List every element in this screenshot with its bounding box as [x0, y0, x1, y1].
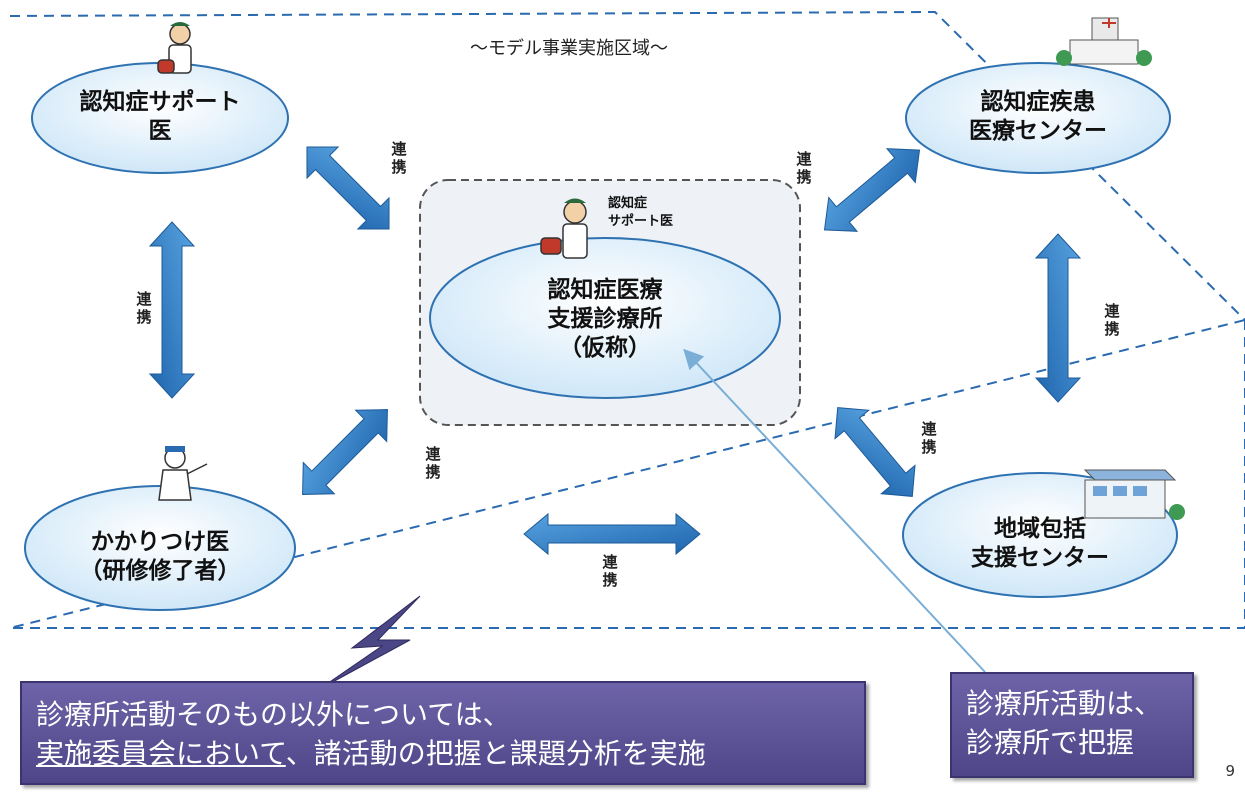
link-label-medical-regional: 連携 — [1104, 302, 1120, 338]
clinic-label-line2: 支援診療所 — [547, 305, 663, 332]
family-doctor-label: かかりつけ医 （研修修了者） — [40, 528, 280, 586]
clinic-label: 認知症医療 支援診療所 （仮称） — [480, 276, 730, 362]
left-callout-underlined: 実施委員会において — [36, 737, 286, 771]
right-callout-box: 診療所活動は、 診療所で把握 — [950, 672, 1194, 778]
arrow-clinic-to-medical-center — [823, 148, 921, 232]
right-callout-line1: 診療所活動は、 — [966, 687, 1163, 720]
clinic-badge-line1: 認知症 — [608, 196, 648, 211]
regional-center-label: 地域包括 支援センター — [920, 515, 1160, 573]
right-callout-line2: 診療所で把握 — [966, 726, 1135, 760]
arrow-medical-center-to-regional-center — [1034, 233, 1082, 403]
support-doctor-label: 認知症サポート 医 — [50, 88, 270, 146]
medical-center-label-line1: 認知症疾患 — [980, 89, 1096, 115]
family-doctor-ellipse[interactable] — [24, 485, 296, 611]
link-label-clinic-medical-center: 連携 — [796, 150, 812, 186]
medical-center-ellipse[interactable] — [905, 62, 1171, 174]
doctor-figure-icon — [157, 22, 192, 74]
family-doctor-label-line2: （研修修了者） — [79, 557, 241, 584]
left-callout-line1: 診療所活動そのもの以外については、 — [36, 698, 511, 731]
family-doctor-figure-icon — [158, 446, 208, 501]
model-region-title: ～モデル事業実施区域～ — [470, 38, 668, 59]
hospital-building-icon — [1056, 17, 1152, 66]
link-label-support-family: 連携 — [136, 290, 152, 326]
regional-center-label-line1: 地域包括 — [994, 516, 1086, 542]
arrow-support-to-clinic — [306, 146, 390, 230]
clinic-label-line1: 認知症医療 — [547, 277, 663, 303]
arrow-support-to-family-doctor — [148, 221, 196, 399]
arrow-family-doctor-to-regional-center — [523, 512, 701, 556]
lightning-bolt-icon — [317, 595, 421, 691]
left-callout-line2: 実施委員会において、諸活動の把握と課題分析を実施 — [36, 734, 864, 773]
page-number: 9 — [1225, 762, 1235, 780]
link-label-support-clinic: 連携 — [391, 140, 407, 176]
community-center-building-icon — [1083, 469, 1185, 520]
model-region-border — [9, 10, 1245, 629]
medical-center-label-line2: 医療センター — [969, 117, 1107, 144]
clinic-support-doctor-badge: 認知症 サポート医 — [608, 195, 673, 231]
link-label-family-regional: 連携 — [602, 553, 618, 589]
family-doctor-label-line1: かかりつけ医 — [90, 529, 230, 555]
link-label-clinic-regional: 連携 — [921, 420, 937, 456]
clinic-doctor-figure-icon — [540, 198, 588, 259]
medical-center-label: 認知症疾患 医療センター — [920, 88, 1156, 146]
clinic-pointer-line — [683, 348, 986, 673]
support-doctor-label-line2: 医 — [148, 117, 172, 144]
left-callout-box: 診療所活動そのもの以外については、 実施委員会において、諸活動の把握と課題分析を… — [20, 681, 866, 785]
arrow-clinic-to-regional-center — [834, 407, 916, 497]
link-label-family-clinic: 連携 — [425, 445, 441, 481]
left-callout-rest: 、諸活動の把握と課題分析を実施 — [285, 737, 706, 771]
regional-center-label-line2: 支援センター — [971, 544, 1109, 571]
clinic-label-line3: （仮称） — [559, 334, 651, 361]
arrow-family-doctor-to-clinic — [302, 409, 388, 495]
clinic-badge-line2: サポート医 — [608, 214, 674, 230]
support-doctor-label-line1: 認知症サポート — [79, 89, 241, 115]
